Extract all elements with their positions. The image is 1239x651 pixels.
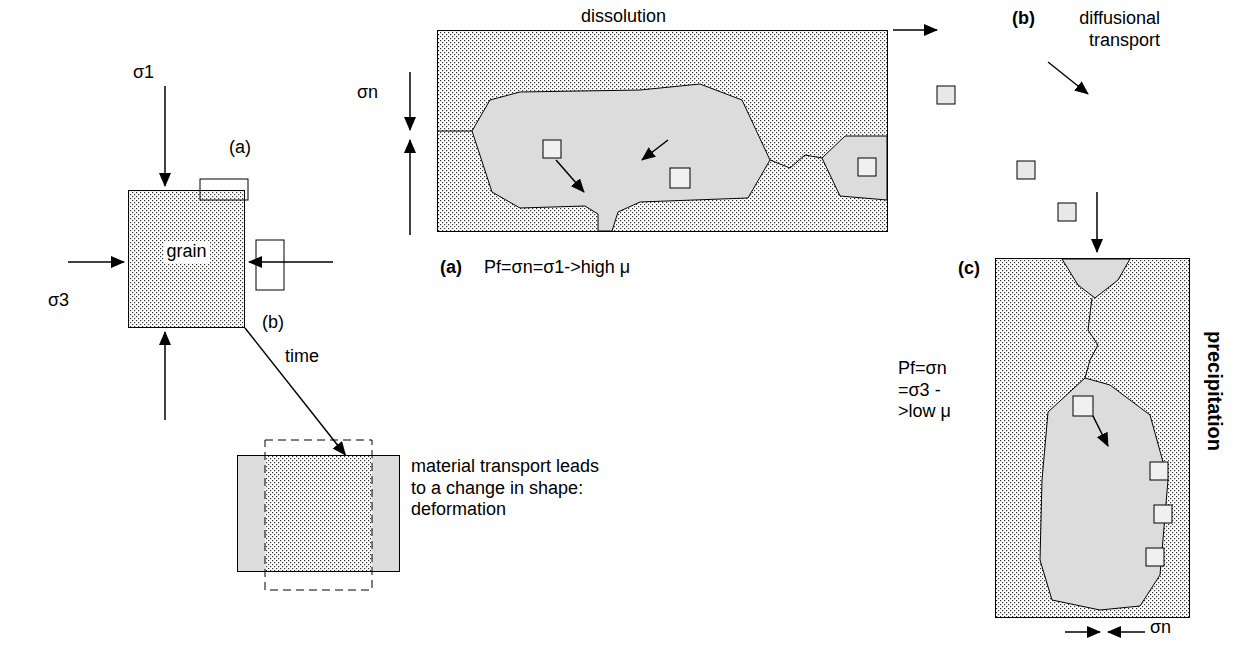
pressure-note: Pf=σn =σ3 ->low μ [898,358,970,423]
transport-arrow [1048,62,1088,94]
precipitation-panel: precipitation [995,258,1190,618]
time-arrow [245,328,345,455]
solute-square [670,168,690,188]
grain-fill [437,30,888,232]
stress-symbol: σ3 [48,290,69,312]
stress-symbol: σn [1150,617,1171,639]
dissolution-panel: dissolution [437,30,888,232]
stress-arrow [164,86,166,186]
stress-arrow [249,261,333,263]
grain-fill [265,455,372,572]
stress-symbol: σn [357,82,378,104]
step-letter: (a) [440,257,462,279]
stress-symbol: σ1 [133,62,154,84]
movement-arrow [642,140,668,160]
movement-arrow [556,160,584,192]
stress-arrow [164,332,166,420]
added-material [237,455,265,572]
stress-arrow [68,261,124,263]
detail-box [256,240,284,290]
pressure-note: Pf=σn=σ1->high μ [484,257,630,279]
detail-letter: (a) [229,137,251,159]
stress-arrow [1108,631,1145,633]
fluid-pocket [472,84,770,231]
solute-square [937,86,955,104]
solute-square [1058,203,1076,221]
step-letter: (b) [1012,8,1035,30]
solute-square [1146,548,1164,566]
solute-square [858,158,876,176]
solute-square [1150,462,1168,480]
transport-arrow [893,29,937,31]
panel-heading: precipitation [1203,331,1227,451]
added-material [372,455,400,572]
grain-boundary [437,131,472,132]
deformation-note: material transport leads to a change in … [411,456,601,521]
solute-square [1073,396,1093,416]
grain-boundary [770,155,822,168]
panel-heading: dissolution [581,6,666,28]
grain-boundary [1085,298,1098,378]
transport-arrow [1096,192,1098,252]
grain-label: grain [163,241,209,263]
movement-arrow [1093,416,1108,446]
deformed-grain: material transport leads to a change in … [237,455,400,572]
step-title: diffusional transport [1050,8,1160,51]
original-outline [265,440,372,590]
fluid-pocket [822,136,887,200]
step-letter: (c) [958,258,980,280]
fluid-pocket [1062,259,1130,298]
solute-square [543,140,561,158]
stress-arrow [1065,631,1100,633]
stress-arrow [409,72,411,130]
solute-square [1154,505,1172,523]
grain-fill [995,258,1190,618]
fluid-pocket [1040,378,1168,610]
grain-box: grain [128,190,245,328]
solute-square [1017,161,1035,179]
grain-fill [128,190,245,328]
stress-arrow [409,140,411,235]
edge-label: time [285,346,319,368]
detail-letter: (b) [262,312,284,334]
